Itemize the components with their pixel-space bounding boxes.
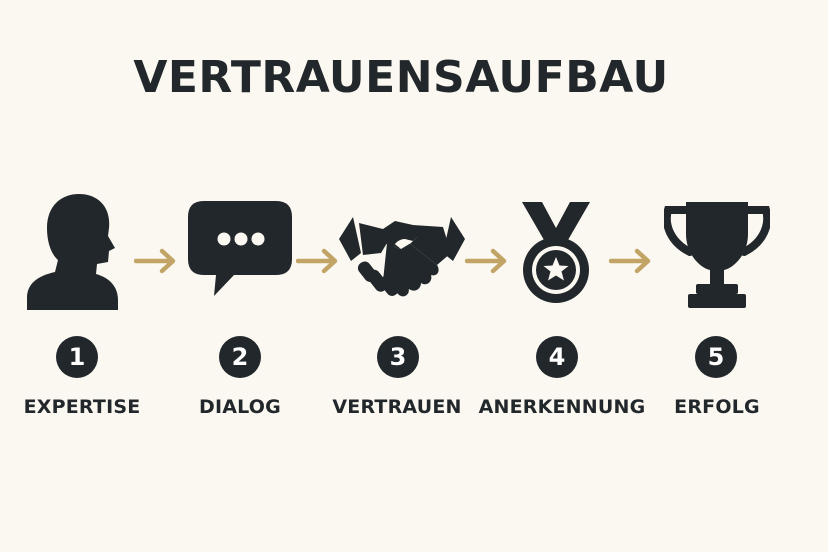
arrow-right-icon (465, 248, 507, 274)
step-number-badge: 1 (56, 336, 98, 378)
step-number-badge: 3 (377, 336, 419, 378)
person-silhouette-icon (27, 194, 118, 310)
step-number-badge: 2 (219, 336, 261, 378)
medal-icon (522, 202, 590, 303)
step-label: ANERKENNUNG (478, 396, 646, 418)
speech-bubble-icon (188, 201, 292, 296)
step-label: DIALOG (199, 396, 281, 418)
step-number-badge: 5 (695, 336, 737, 378)
diagram-title: VERTRAUENSAUFBAU (133, 52, 669, 103)
arrow-right-icon (296, 248, 338, 274)
handshake-icon (339, 217, 465, 297)
step-number-badge: 4 (536, 336, 578, 378)
arrow-right-icon (134, 248, 176, 274)
step-label: ERFOLG (674, 396, 760, 418)
arrow-right-icon (609, 248, 651, 274)
step-label: EXPERTISE (23, 396, 141, 418)
step-label: VERTRAUEN (332, 396, 462, 418)
trophy-icon (664, 202, 770, 308)
